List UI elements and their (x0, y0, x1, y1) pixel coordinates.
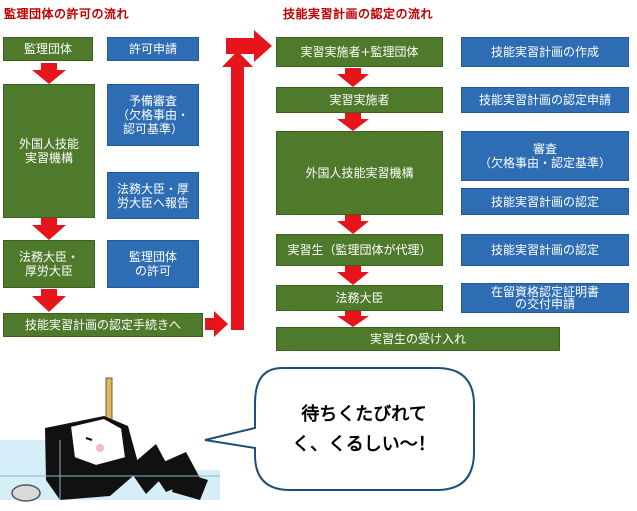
box-shinsa: 審査 （欠格事由・認定基準） (461, 131, 629, 181)
down-arrow-r5 (337, 311, 369, 327)
box-jisshisha: 実習実施者 (276, 87, 443, 113)
box-yobi-shinsa: 予備審査 （欠格事由・ 認可基準） (107, 84, 199, 146)
down-arrow-r4 (337, 266, 369, 285)
box-kikou: 外国人技能実習機構 (276, 131, 443, 215)
down-arrow-r2 (337, 113, 369, 131)
box-keikaku-sakusei: 技能実習計画の作成 (461, 37, 629, 67)
box-kanri-dantai: 監理団体 (3, 37, 93, 61)
left-flow-title: 監理団体の許可の流れ (4, 7, 130, 21)
box-zairyu-shikaku: 在留資格認定証明書 の交付申請 (461, 283, 629, 313)
right-arrow-bottom (205, 311, 228, 337)
box-ukeire: 実習生の受け入れ (276, 327, 560, 351)
box-jisshusei: 実習生（監理団体が代理） (276, 234, 443, 266)
up-arrow-big (222, 51, 253, 330)
right-flow-title: 技能実習計画の認定の流れ (283, 7, 434, 21)
box-daijin: 法務大臣・ 厚労大臣 (3, 240, 95, 288)
box-nintei-shinsei: 技能実習計画の認定申請 (461, 87, 629, 113)
down-arrow-1 (32, 63, 66, 84)
box-kyoka: 監理団体 の許可 (107, 240, 199, 288)
box-gaikokujin-kikou: 外国人技能 実習機構 (3, 84, 95, 218)
box-kyoka-shinsei: 許可申請 (107, 37, 199, 61)
box-nintei-2: 技能実習計画の認定 (461, 234, 629, 266)
box-nintei-1: 技能実習計画の認定 (461, 188, 629, 215)
down-arrow-r1 (337, 68, 369, 87)
down-arrow-r3 (337, 215, 369, 234)
right-arrow-top (226, 30, 272, 62)
down-arrow-2 (32, 218, 66, 240)
box-nintei-tetsuzuki: 技能実習計画の認定手続きへ (3, 313, 203, 337)
box-houkoku: 法務大臣・厚 労大臣へ報告 (107, 172, 199, 219)
box-jisshi-kanri: 実習実施者+監理団体 (276, 37, 443, 67)
box-houmu-daijin: 法務大臣 (276, 285, 443, 311)
down-arrow-3 (32, 289, 66, 312)
speech-bubble-text: 待ちくたびれて く、くるしい～！ (292, 404, 436, 455)
